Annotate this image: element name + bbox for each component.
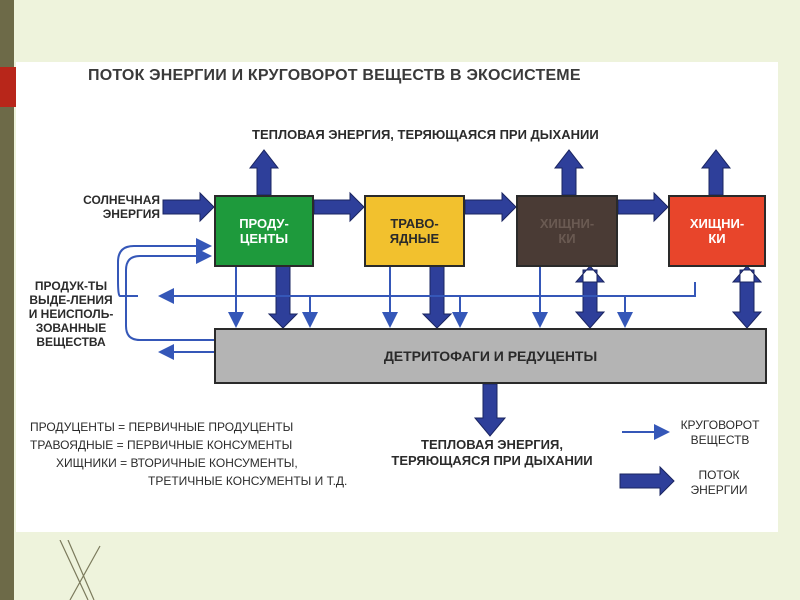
waste-products-label: ПРОДУК-ТЫ ВЫДЕ-ЛЕНИЯ И НЕИСПОЛЬ-ЗОВАННЫЕ… bbox=[28, 279, 114, 349]
slide-red-marker bbox=[0, 67, 16, 107]
herbivores-label: ТРАВО-ЯДНЫЕ bbox=[389, 216, 440, 246]
definition-line-2: ТРАВОЯДНЫЕ = ПЕРВИЧНЫЕ КОНСУМЕНТЫ bbox=[30, 438, 293, 452]
definition-line-1: ПРОДУЦЕНТЫ = ПЕРВИЧНЫЕ ПРОДУЦЕНТЫ bbox=[30, 420, 294, 434]
matter-cycle-arrows bbox=[117, 238, 696, 440]
solar-to-producers-arrow bbox=[162, 191, 215, 223]
predators2-heat-arrow bbox=[700, 149, 732, 196]
decomposers-heat-arrow bbox=[473, 383, 507, 437]
definition-line-4: ТРЕТИЧНЫЕ КОНСУМЕНТЫ И Т.Д. bbox=[148, 474, 348, 488]
cycle-loop-left bbox=[117, 238, 212, 297]
slide-left-bar bbox=[0, 0, 14, 600]
predators2-box: ХИЩНИ-КИ bbox=[668, 195, 766, 267]
producers-heat-arrow bbox=[248, 149, 280, 196]
predators1-to-predators2-arrow bbox=[617, 191, 669, 223]
cycle-line-upper bbox=[158, 282, 696, 304]
herbivores-to-predators1-arrow bbox=[464, 191, 517, 223]
producers-to-herbivores-arrow bbox=[313, 191, 365, 223]
legend-energy-arrow bbox=[619, 465, 675, 497]
predators2-label: ХИЩНИ-КИ bbox=[689, 216, 745, 246]
producers-box: ПРОДУ-ЦЕНТЫ bbox=[214, 195, 314, 267]
legend-cycle-label: КРУГОВОРОТ ВЕЩЕСТВ bbox=[680, 418, 760, 447]
diagram-title: ПОТОК ЭНЕРГИИ И КРУГОВОРОТ ВЕЩЕСТВ В ЭКО… bbox=[88, 67, 581, 84]
definition-line-3: ХИЩНИКИ = ВТОРИЧНЫЕ КОНСУМЕНТЫ, bbox=[56, 456, 298, 470]
decomposers-label: ДЕТРИТОФАГИ И РЕДУЦЕНТЫ bbox=[383, 347, 598, 364]
herbivores-box: ТРАВО-ЯДНЫЕ bbox=[364, 195, 465, 267]
predators2-decomposers-double-arrow bbox=[731, 265, 763, 329]
bottom-heat-label: ТЕПЛОВАЯ ЭНЕРГИЯ, ТЕРЯЮЩАЯСЯ ПРИ ДЫХАНИИ bbox=[391, 437, 593, 468]
herbivores-heat-arrow bbox=[553, 149, 585, 196]
solar-energy-label: СОЛНЕЧНАЯ ЭНЕРГИЯ bbox=[83, 193, 160, 221]
legend-flow-label: ПОТОК ЭНЕРГИИ bbox=[690, 468, 748, 497]
decorative-sketch-lines bbox=[59, 540, 101, 600]
top-heat-label: ТЕПЛОВАЯ ЭНЕРГИЯ, ТЕРЯЮЩАЯСЯ ПРИ ДЫХАНИИ bbox=[252, 127, 599, 142]
predators1-label: ХИЩНИ-КИ bbox=[539, 216, 595, 246]
decomposers-box: ДЕТРИТОФАГИ И РЕДУЦЕНТЫ bbox=[214, 328, 767, 384]
predators1-box: ХИЩНИ-КИ bbox=[516, 195, 618, 267]
cycle-decomposers-to-producers bbox=[125, 248, 214, 341]
producers-label: ПРОДУ-ЦЕНТЫ bbox=[239, 216, 289, 246]
energy-flow-arrows bbox=[162, 149, 763, 497]
